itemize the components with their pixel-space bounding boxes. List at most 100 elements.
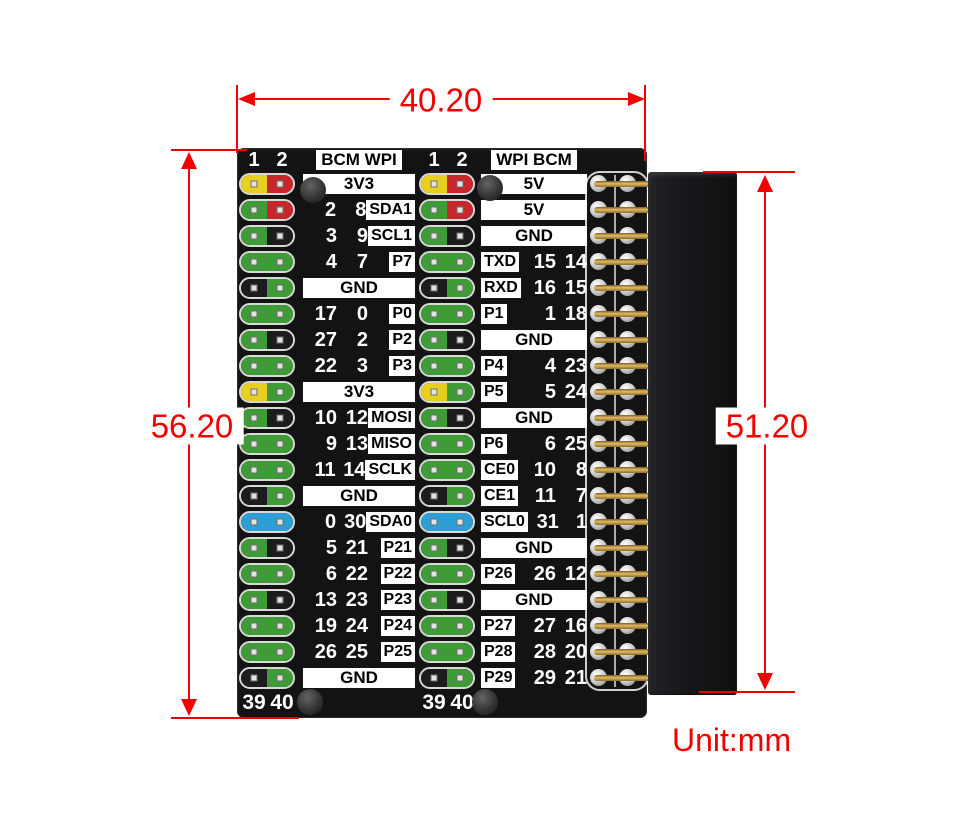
- jumper-pin-contact: [430, 596, 438, 604]
- gpio-row: 5V: [481, 173, 587, 195]
- jumper-cap-half: [421, 383, 447, 401]
- jumper-pin-contact: [430, 388, 438, 396]
- pin-number-primary: 9: [325, 432, 337, 455]
- solder-pad-row: [587, 277, 682, 299]
- jumper-cap: [419, 459, 475, 481]
- pin-number-primary: 28: [533, 640, 556, 663]
- pin-name-label: MOSI: [368, 408, 415, 428]
- power-rail-label: GND: [303, 278, 415, 298]
- jumper-cap: [239, 225, 295, 247]
- jumper-cap-half: [241, 435, 267, 453]
- jumper-pin-contact: [456, 388, 464, 396]
- pin-number-secondary: 14: [564, 250, 587, 273]
- dim-tick: [703, 171, 795, 173]
- jumper-cap-half: [421, 201, 447, 219]
- jumper-cap: [239, 641, 295, 663]
- jumper-pin-contact: [456, 544, 464, 552]
- pin-number-secondary: 25: [564, 432, 587, 455]
- jumper-pin-contact: [430, 544, 438, 552]
- jumper-pin-contact: [276, 310, 284, 318]
- jumper-cap-half: [241, 227, 267, 245]
- jumper-cap: [419, 641, 475, 663]
- jumper-cap-half: [447, 409, 473, 427]
- pin-number-primary: 22: [314, 354, 337, 377]
- jumper-cap-half: [241, 565, 267, 583]
- column-header-label: BCM WPI: [316, 150, 402, 170]
- header-pin-gold: [594, 623, 682, 629]
- solder-pad-row: [587, 511, 682, 533]
- jumper-pin-contact: [276, 466, 284, 474]
- pin-number: 40: [270, 691, 294, 714]
- jumper-pin-contact: [456, 258, 464, 266]
- power-rail-label: GND: [303, 668, 415, 688]
- jumper-cap-half: [267, 227, 293, 245]
- height-left-dimension-label: 56.20: [140, 407, 244, 445]
- header-pin-gold: [594, 207, 682, 213]
- jumper-cap: [239, 381, 295, 403]
- top-pin-numbers: 1 2: [420, 149, 476, 172]
- jumper-pin-contact: [276, 258, 284, 266]
- solder-pad-row: [587, 485, 682, 507]
- jumper-cap-half: [421, 461, 447, 479]
- jumper-pin-contact: [456, 622, 464, 630]
- jumper-cap-half: [447, 279, 473, 297]
- jumper-cap: [239, 667, 295, 689]
- pin-number-primary: 11: [314, 458, 336, 481]
- jumper-cap: [239, 589, 295, 611]
- header-pin-gold: [594, 181, 682, 187]
- jumper-cap-half: [267, 487, 293, 505]
- jumper-cap-half: [267, 669, 293, 687]
- pin-number: 2: [276, 149, 288, 171]
- pin-name-label: P21: [380, 538, 415, 558]
- jumper-cap-half: [447, 175, 473, 193]
- jumper-cap-half: [421, 591, 447, 609]
- header-pin-gold: [594, 415, 682, 421]
- jumper-pin-contact: [456, 362, 464, 370]
- pin-name-label: P22: [380, 564, 415, 584]
- power-rail-label: GND: [481, 408, 587, 428]
- jumper-cap-half: [421, 305, 447, 323]
- jumper-strip: [419, 173, 477, 689]
- jumper-pin-contact: [276, 440, 284, 448]
- jumper-cap: [419, 407, 475, 429]
- jumper-cap: [239, 355, 295, 377]
- jumper-cap-half: [447, 461, 473, 479]
- jumper-pin-contact: [456, 180, 464, 188]
- header-pin-gold: [594, 259, 682, 265]
- gpio-row: GND: [303, 667, 415, 689]
- jumper-pin-contact: [456, 206, 464, 214]
- jumper-cap-half: [421, 409, 447, 427]
- arrowhead-left-icon: [238, 92, 255, 106]
- jumper-pin-contact: [456, 414, 464, 422]
- jumper-cap: [239, 511, 295, 533]
- pin-number-secondary: 14: [343, 458, 366, 481]
- jumper-pin-contact: [456, 466, 464, 474]
- power-rail-label: GND: [481, 330, 587, 350]
- jumper-pin-contact: [430, 284, 438, 292]
- solder-pad-row: [587, 459, 682, 481]
- jumper-cap: [419, 667, 475, 689]
- jumper-pin-contact: [250, 466, 258, 474]
- pin-number-primary: 17: [314, 302, 337, 325]
- jumper-cap-half: [267, 565, 293, 583]
- pin-name-label: SCL0: [481, 512, 528, 532]
- pin-name-label: P6: [481, 434, 507, 454]
- jumper-pin-contact: [276, 336, 284, 344]
- jumper-pin-contact: [456, 310, 464, 318]
- pin-number-primary: 15: [533, 250, 556, 273]
- jumper-pin-contact: [250, 362, 258, 370]
- pin-number-secondary: 2: [356, 328, 368, 351]
- solder-pad-row: [587, 433, 682, 455]
- jumper-pin-contact: [456, 596, 464, 604]
- header-pin-gold: [594, 389, 682, 395]
